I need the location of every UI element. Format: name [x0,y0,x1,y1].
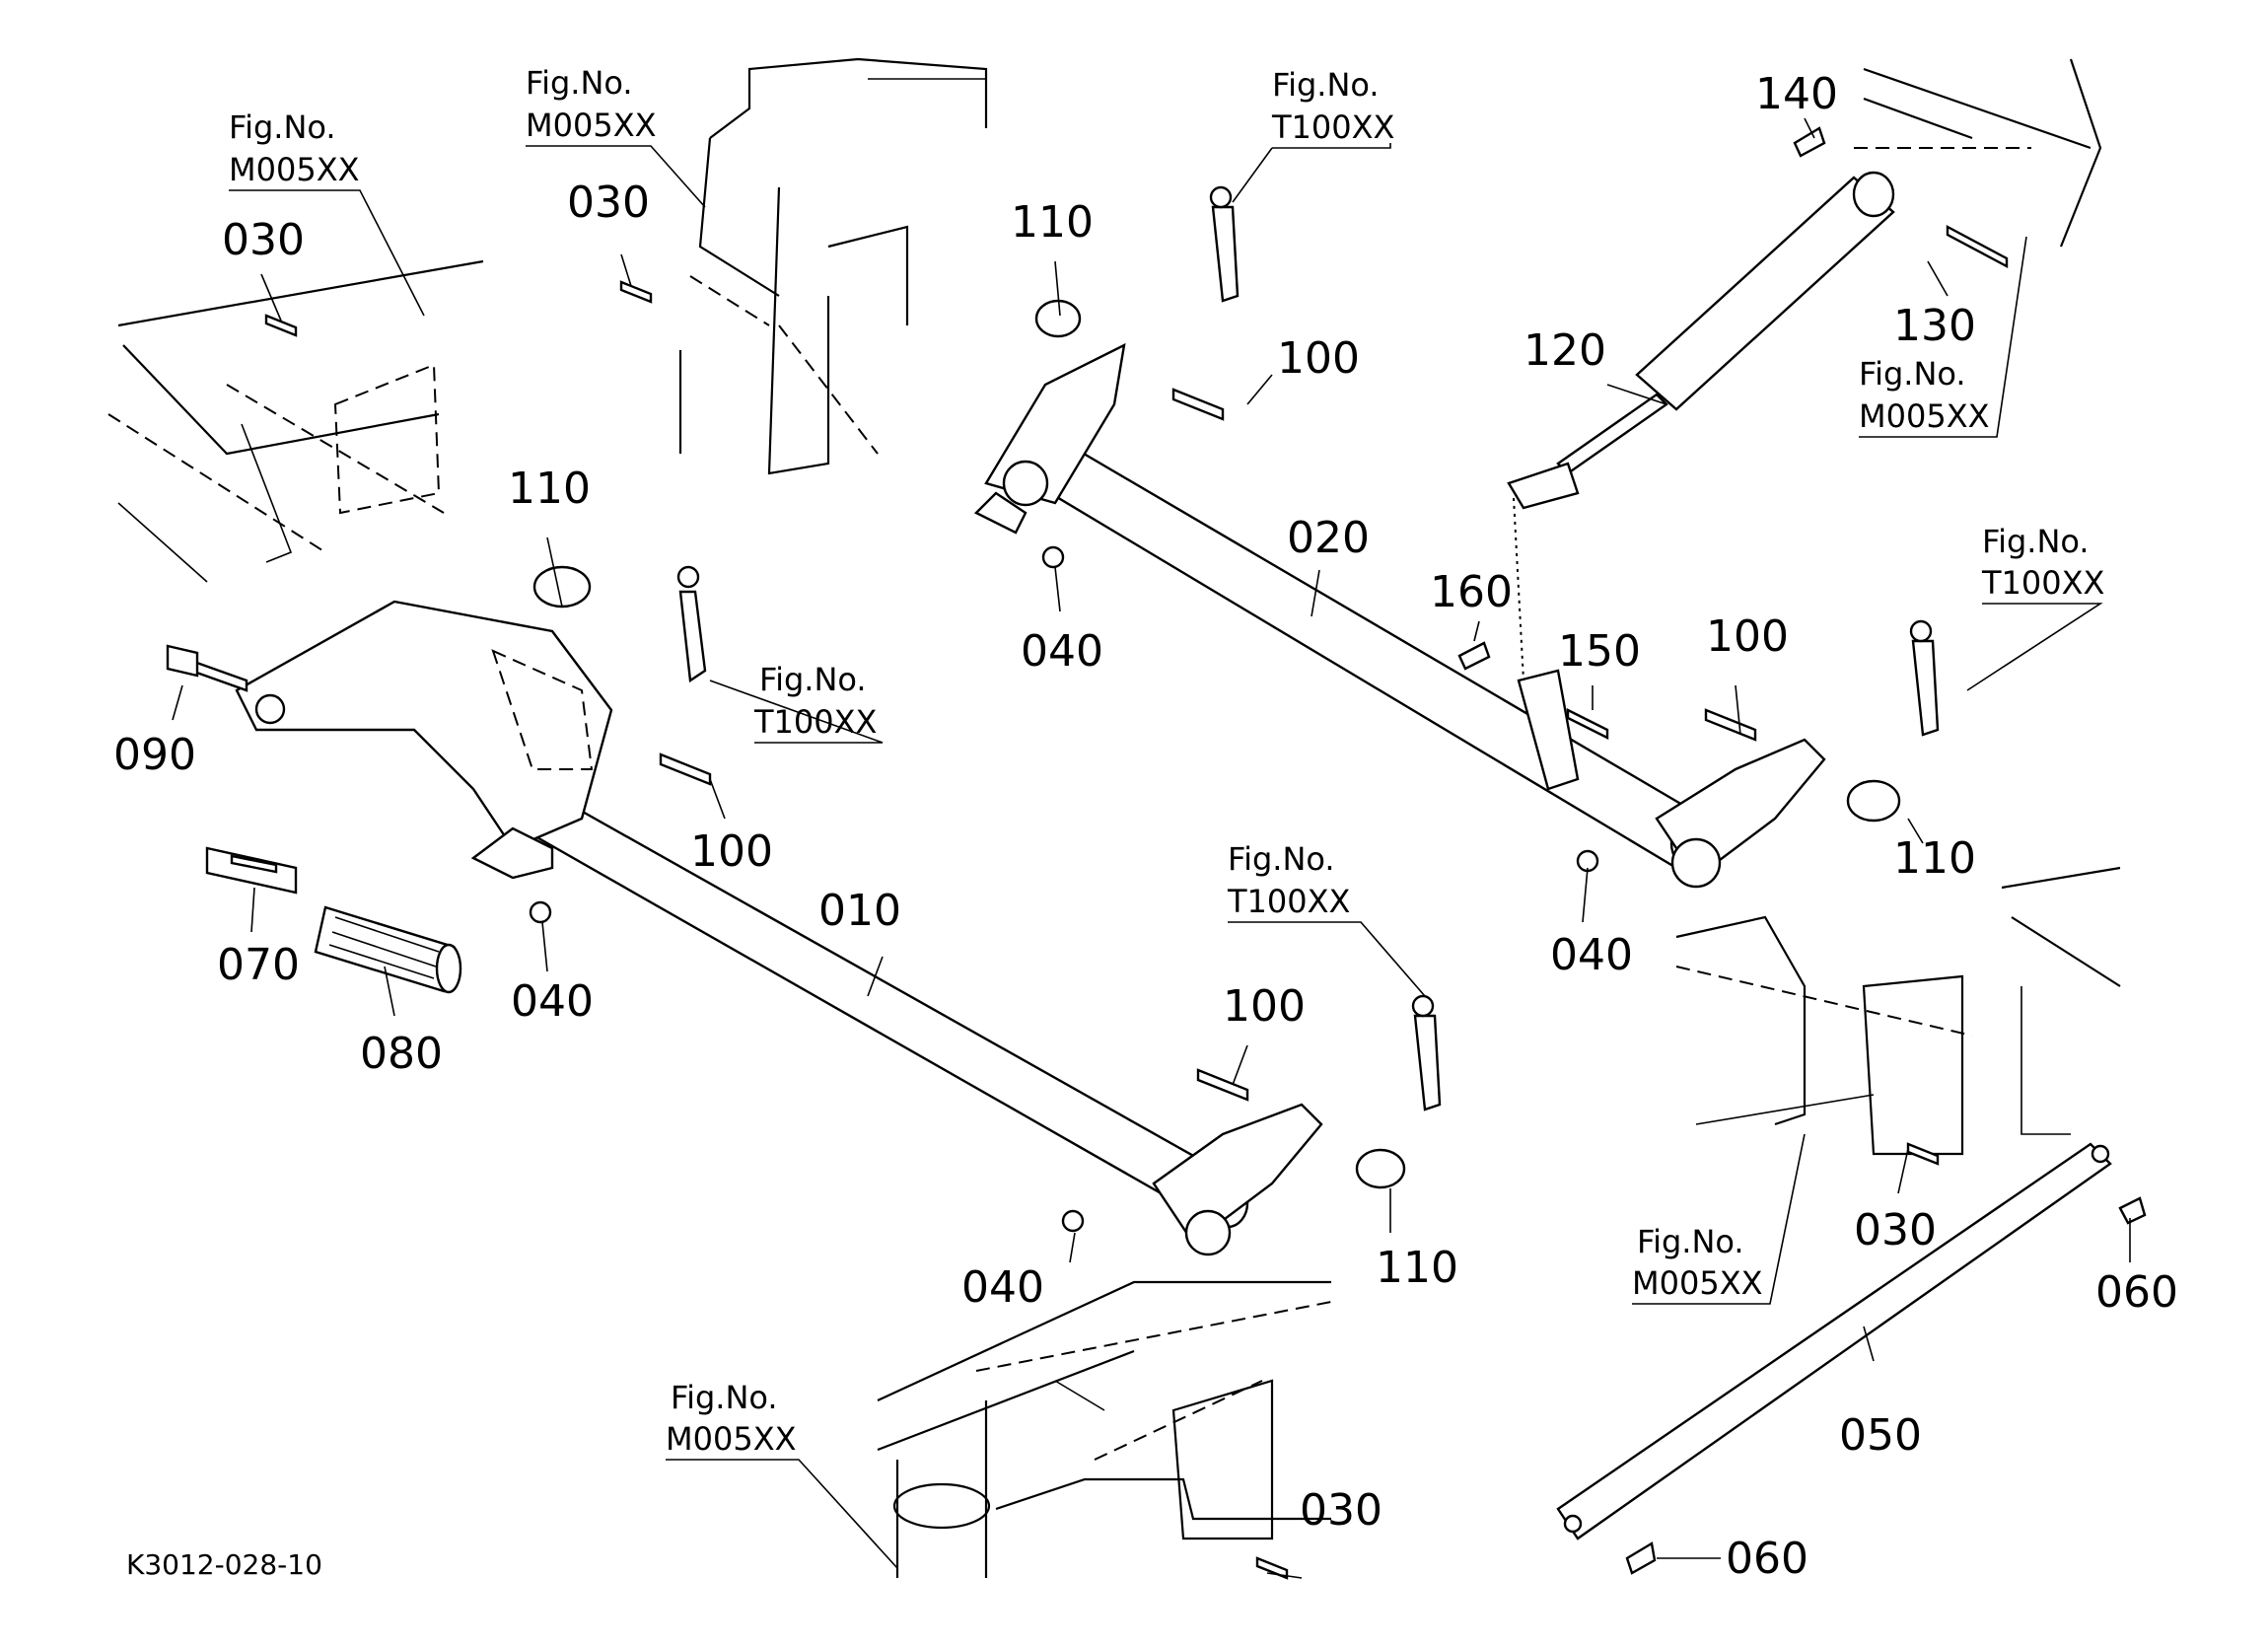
arm-010-right [1152,1103,1323,1256]
part-labels: 010 020 030 030 030 030 040 040 040 040 … [113,69,2178,1584]
part-label-020: 020 [1287,513,1370,563]
fig-ref-caption: Fig.No. [1272,66,1380,104]
fig-ref-caption: Fig.No. [759,661,867,698]
fig-ref-lower-right: Fig.No. M005XX [1632,1223,1763,1302]
part-label-110: 110 [1893,833,1976,884]
part-label-070: 070 [217,940,300,990]
part-label-110: 110 [508,464,591,514]
shaft-070 [205,846,298,895]
bolt-090 [166,644,248,692]
fig-ref-number: M005XX [1859,397,1990,435]
part-label-060: 060 [1726,1534,1808,1584]
part-label-030: 030 [1300,1485,1382,1536]
clip-group [1457,126,2147,1575]
fig-ref-number: M005XX [526,107,657,144]
fig-ref-number: T100XX [1227,883,1350,920]
fig-ref-center-t100: Fig.No. T100XX [1227,840,1350,920]
clevis-group [676,185,1940,1111]
fig-ref-caption: Fig.No. [229,108,336,146]
pin-100-group [659,388,1757,1102]
grip-080 [314,905,462,994]
fig-ref-number: T100XX [1271,108,1394,146]
part-label-040: 040 [961,1262,1044,1313]
part-label-030: 030 [567,178,650,228]
part-label-060: 060 [2095,1267,2178,1318]
fig-ref-number: M005XX [229,151,360,188]
fig-ref-number: M005XX [666,1420,797,1458]
leader-lines [172,117,2131,1579]
fig-ref-top-left: Fig.No. M005XX [229,108,360,188]
part-label-030: 030 [222,215,305,265]
fig-ref-right-t100: Fig.No. T100XX [1981,523,2104,602]
part-label-080: 080 [360,1029,443,1079]
part-label-100: 100 [1706,611,1789,662]
fig-ref-caption: Fig.No. [1982,523,2090,560]
fig-ref-caption: Fig.No. [1859,355,1966,393]
diagram-id: K3012-028-10 [126,1548,322,1581]
part-label-050: 050 [1839,1410,1922,1461]
arm-020-right [1517,669,1826,889]
fig-ref-bottom-center: Fig.No. M005XX [666,1379,797,1458]
part-label-030: 030 [1854,1205,1937,1255]
lever-arm-left [235,600,613,880]
part-label-130: 130 [1893,301,1976,351]
part-label-040: 040 [511,976,594,1027]
fig-ref-caption: Fig.No. [1228,840,1335,878]
fig-ref-caption: Fig.No. [671,1379,778,1416]
fig-ref-number: T100XX [1981,564,2104,602]
link-rod-050 [1556,1142,2112,1541]
part-label-040: 040 [1021,626,1103,677]
fig-ref-caption: Fig.No. [526,64,633,102]
fig-ref-number: T100XX [753,703,877,741]
fig-ref-caption: Fig.No. [1637,1223,1744,1260]
part-label-140: 140 [1755,69,1838,119]
fig-ref-number: M005XX [1632,1264,1763,1302]
part-label-160: 160 [1430,567,1513,617]
fig-ref-top-right: Fig.No. M005XX [1859,355,1990,435]
part-label-150: 150 [1558,626,1641,677]
part-label-110: 110 [1011,197,1094,248]
shaft-010 [508,783,1249,1229]
part-label-100: 100 [1223,981,1306,1032]
part-label-010: 010 [818,886,901,936]
fig-ref-left-t100: Fig.No. T100XX [753,661,877,741]
cylinder-120 [1507,171,1895,510]
part-label-100: 100 [690,826,773,877]
ring-110-group [532,299,1901,1189]
nut-040-group [529,545,1599,1233]
bolt-small-group [264,225,2009,1580]
part-label-090: 090 [113,730,196,780]
part-label-100: 100 [1277,333,1360,384]
fig-ref-top-center: Fig.No. M005XX [526,64,657,144]
part-label-120: 120 [1524,325,1606,376]
arm-020-left [973,342,1126,535]
part-label-040: 040 [1550,930,1633,980]
part-label-110: 110 [1376,1243,1458,1293]
fig-ref-top-t100: Fig.No. T100XX [1271,66,1394,146]
frame-structure [107,57,2121,1578]
